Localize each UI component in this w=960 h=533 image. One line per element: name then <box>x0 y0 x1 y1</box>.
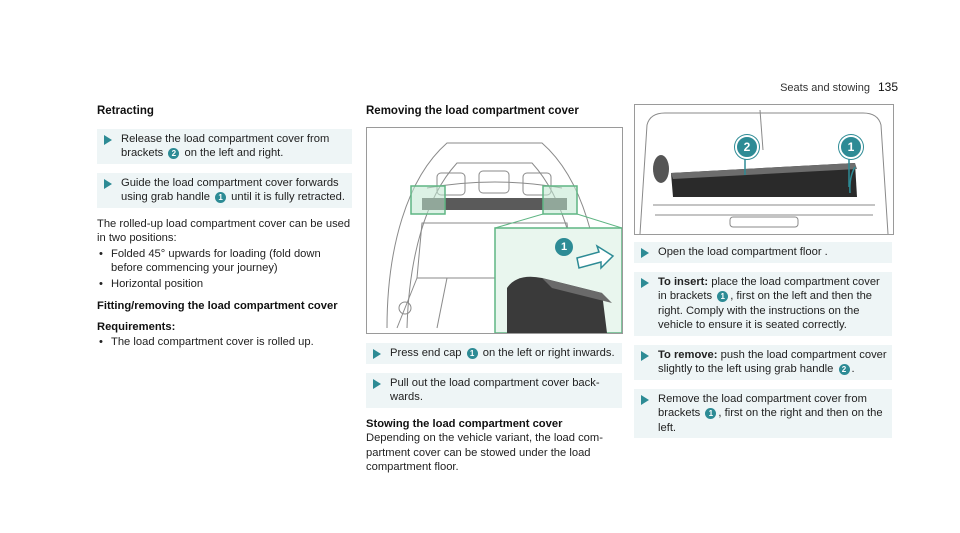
step-text: , first on the left and then the right. … <box>658 290 873 331</box>
step-text: until it is fully retracted. <box>228 191 345 203</box>
step-text: Remove the load compartment cover from b… <box>658 392 867 420</box>
step-text: place the load compartment cover in brac… <box>658 275 880 303</box>
step-arrow-icon <box>641 394 649 405</box>
step-label: To insert: <box>658 275 709 288</box>
callout-2-badge: 2 <box>838 363 850 375</box>
callout-1-badge: 1 <box>215 191 227 203</box>
step-text: , first on the right and then on the lef… <box>658 407 883 434</box>
bullet-item: • The load compartment cover is rolled up… <box>97 335 352 350</box>
step-open-floor: Open the load compartment floor . <box>634 242 892 263</box>
bullet-text: The load compartment cover is rolled up. <box>111 336 314 348</box>
step-arrow-icon <box>641 248 649 258</box>
bullet-dot-icon: • <box>99 277 103 290</box>
callout-2-badge: 2 <box>168 147 180 159</box>
step-insert: To insert: place the load compartment co… <box>634 271 892 336</box>
stowing-paragraph: Depending on the vehicle variant, the lo… <box>366 432 603 473</box>
heading-removing: Removing the load compartment cover <box>366 105 579 117</box>
page-number: 135 <box>877 80 898 94</box>
bullet-dot-icon: • <box>99 336 103 348</box>
column-retracting: Retracting Release the load compartment … <box>97 104 352 351</box>
step-text: push the load compartment cover slightly… <box>658 348 887 376</box>
bullet-item: • Horizontal position <box>97 277 352 292</box>
step-remove: To remove: push the load compartment cov… <box>634 344 892 380</box>
step-release: Release the load compartment cover from … <box>97 128 352 164</box>
step-arrow-icon <box>104 178 112 189</box>
section-title: Seats and stowing <box>780 82 870 94</box>
step-text: Release the load compartment cover from … <box>121 132 330 160</box>
heading-fitting-removing: Fitting/removing the load compartment co… <box>97 300 338 312</box>
step-arrow-icon <box>641 350 649 361</box>
column-removing-steps: Press end cap 1 on the left or right inw… <box>366 343 622 475</box>
figure-trunk-floor-view: 2 1 <box>634 104 894 235</box>
figure-callout-1: 1 <box>839 135 863 159</box>
step-press-end-cap: Press end cap 1 on the left or right inw… <box>366 343 622 364</box>
step-text: . <box>851 363 855 375</box>
heading-stowing: Stowing the load compartment cover <box>366 417 563 430</box>
figure-callout-2: 2 <box>735 135 759 159</box>
callout-1-badge: 1 <box>705 407 717 419</box>
trunk-floor-illustration <box>639 109 889 234</box>
step-arrow-icon <box>373 349 381 359</box>
column-removing: Removing the load compartment cover <box>366 104 622 129</box>
step-text: Open the load compartment floor . <box>658 246 828 258</box>
step-remove-from-brackets: Remove the load compartment cover from b… <box>634 388 892 438</box>
step-arrow-icon <box>373 378 381 389</box>
step-guide: Guide the load compartment cover forward… <box>97 172 352 208</box>
step-label: To remove: <box>658 348 718 361</box>
step-text: Pull out the load compartment cover back… <box>390 376 600 404</box>
figure-callout-1: 1 <box>555 238 573 256</box>
step-arrow-icon <box>104 134 112 145</box>
page-header: Seats and stowing 135 <box>780 80 898 94</box>
heading-requirements: Requirements: <box>97 320 176 333</box>
bullet-item: • Folded 45° upwards for loading (fold do… <box>97 247 352 276</box>
positions-paragraph: The rolled-up load compartment cover can… <box>97 217 351 245</box>
step-text: Press end cap <box>390 347 465 359</box>
step-pull-out: Pull out the load compartment cover back… <box>366 372 622 408</box>
figure-trunk-rear-view: 1 <box>366 127 623 334</box>
bullet-dot-icon: • <box>99 247 103 260</box>
bullet-text: Horizontal position <box>111 277 204 290</box>
step-text: Guide the load compartment cover forward… <box>121 176 339 204</box>
step-text: on the left and right. <box>181 147 284 159</box>
heading-retracting: Retracting <box>97 105 154 117</box>
callout-1-badge: 1 <box>466 347 478 359</box>
callout-1-badge: 1 <box>717 290 729 302</box>
trunk-illustration <box>386 142 622 333</box>
step-text: on the left or right inwards. <box>479 347 615 359</box>
step-arrow-icon <box>641 277 649 288</box>
bullet-text: Folded 45° upwards for loading (fold dow… <box>111 247 321 275</box>
